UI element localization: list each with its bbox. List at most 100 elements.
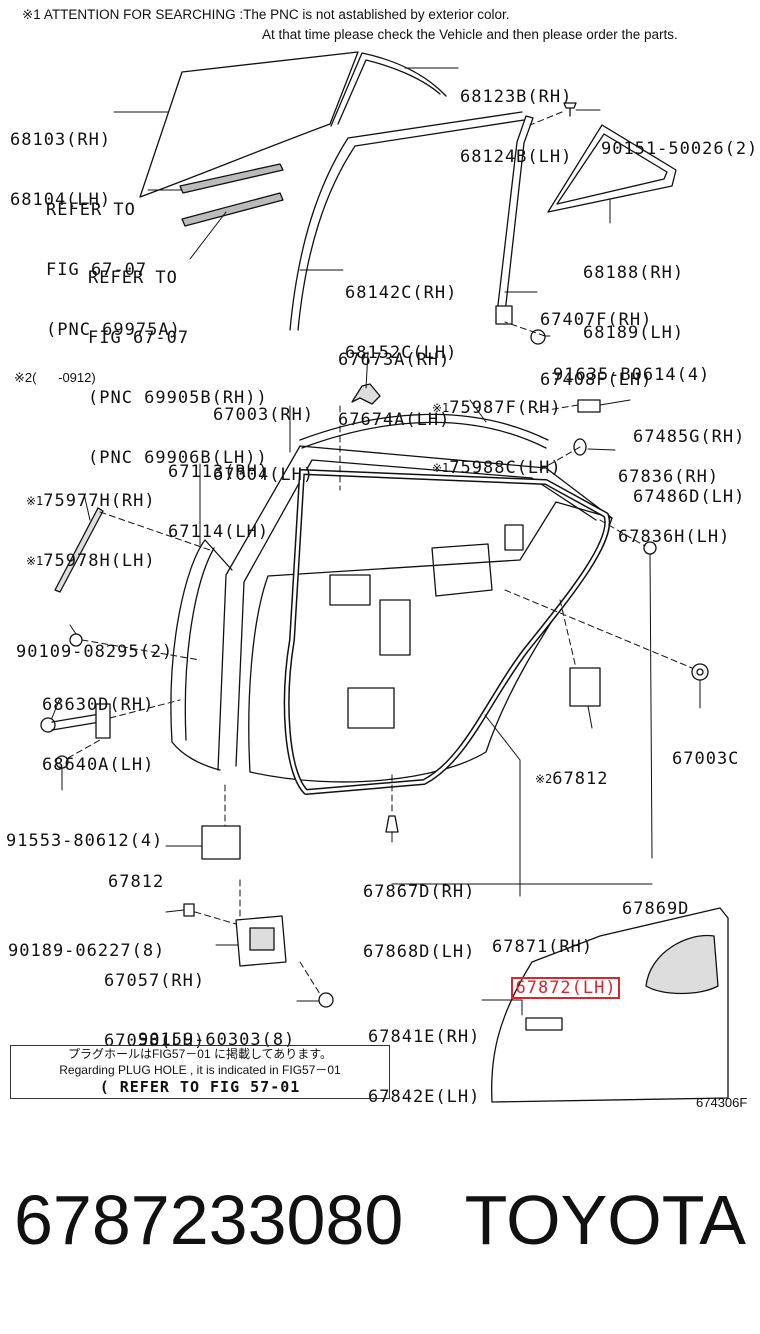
screw-90151-icon	[563, 102, 577, 117]
rear-door-exploded-diagram	[40, 51, 729, 1103]
callout-75987f-lh-line: ※175988C(LH)	[432, 458, 562, 478]
callout-91635-text: 91635-B0614(4)	[553, 365, 711, 385]
drawing-id: 674306F	[696, 1095, 748, 1110]
callout-75987f-rh: 75987F(RH)	[449, 398, 562, 418]
callout-68188: 68188(RH) 68189(LH)	[583, 223, 684, 363]
callout-75977h: ※175977H(RH) ※175978H(LH)	[26, 451, 156, 591]
cushion-67485g-icon	[577, 399, 601, 413]
callout-75987f-rh-line: ※175987F(RH)	[432, 398, 562, 418]
plug-hole-note-japanese: プラグホールはFIG57－01 に掲載してあります。	[67, 1047, 333, 1061]
door-lock-latch	[249, 927, 275, 951]
door-check-pivot	[40, 717, 56, 733]
trim-handle-hole	[525, 1017, 563, 1031]
quarter-window-glass	[547, 124, 677, 213]
callout-67841e: 67841E(RH) 67842E(LH)	[368, 987, 480, 1127]
note-1-mark: ※1	[26, 554, 44, 568]
callout-67003c: 67003C	[672, 709, 739, 789]
access-hole-upper	[329, 574, 371, 606]
trim-armrest-pocket	[645, 934, 719, 995]
note-2-mark: ※2	[535, 772, 553, 786]
plug-hole-note-english: Regarding PLUG HOLE , it is indicated in…	[59, 1063, 341, 1077]
refer-note-69905b: REFER TO FIG 67-07 (PNC 69905B(RH)) (PNC…	[88, 228, 268, 488]
quarter-window-weatherstrip	[556, 133, 668, 205]
refer-note-1-line3: (PNC 69975A)	[46, 320, 181, 340]
plug-hole-note-refer: ( REFER TO FIG 57-01	[99, 1078, 301, 1096]
attention-note-line1: ※1 ATTENTION FOR SEARCHING :The PNC is n…	[22, 7, 510, 22]
note-1-mark: ※1	[26, 494, 44, 508]
door-glass-bracket	[351, 383, 381, 405]
callout-90189-text: 90189-06227(8)	[8, 941, 166, 961]
callout-67057-lh: 67058(LH)	[104, 1031, 206, 1051]
callout-68630d-lh: 68640A(LH)	[42, 755, 155, 775]
callout-68123b-lh: 68124B(LH)	[460, 147, 573, 167]
note-2-range: ※2( -0912)	[14, 370, 96, 385]
callout-67113-lh: 67114(LH)	[168, 522, 270, 542]
callout-67407f-rh: 67407F(RH)	[540, 310, 653, 330]
callout-67841e-lh: 67842E(LH)	[368, 1087, 481, 1107]
silencer-pad-upper	[569, 667, 601, 707]
refer-note-2-line2: FIG 67-07	[88, 328, 190, 348]
door-latch-mount	[504, 524, 524, 551]
callout-67867d: 67867D(RH) 67868D(LH)	[363, 842, 475, 982]
callout-67836-rh: 67836(RH)	[618, 467, 720, 487]
door-check-arm	[51, 713, 101, 731]
rear-door-glass	[139, 51, 359, 198]
division-bar	[495, 115, 534, 323]
outer-belt-moulding	[54, 507, 104, 593]
callout-67812-text: 67812	[108, 872, 165, 892]
callout-67871: 67871(RH) 67872(LH)	[492, 897, 620, 999]
note-1-mark: ※1	[432, 401, 450, 415]
bolt-90159-icon	[318, 992, 334, 1008]
callout-75977h-rh: 75977H(RH)	[43, 491, 156, 511]
glass-run-channel	[289, 111, 525, 331]
callout-67841e-rh: 67841E(RH)	[368, 1027, 481, 1047]
dashed-guide-lines	[67, 111, 693, 995]
callout-68103-rh: 68103(RH)	[10, 130, 112, 150]
callout-67003: 67003(RH) 67004(LH)	[213, 365, 314, 505]
footer-brand: TOYOTA	[464, 1181, 746, 1259]
refer-note-69975a: REFER TO FIG 67-07 (PNC 69975A)	[46, 160, 181, 360]
callout-67673a: 67673A(RH) 67674A(LH)	[338, 310, 450, 450]
callout-67485g-rh: 67485G(RH)	[633, 427, 746, 447]
attention-note-line2: At that time please check the Vehicle an…	[262, 27, 678, 42]
division-bar-bracket	[495, 305, 513, 325]
belt-weatherstrip-outer	[179, 163, 284, 194]
callout-67003-lh: 67004(LH)	[213, 465, 315, 485]
callout-75987f-lh: 75988C(LH)	[449, 458, 562, 478]
callout-90109: 90109-08295(2)	[16, 602, 173, 682]
clip-67003c-center	[696, 668, 704, 676]
callout-68123b: 68123B(RH) 68124B(LH)	[460, 47, 572, 187]
door-weatherstrip-core	[285, 470, 609, 794]
callout-68103-lh: 68104(LH)	[10, 190, 112, 210]
callout-68103: 68103(RH) 68104(LH)	[10, 90, 111, 230]
callout-67003-rh: 67003(RH)	[213, 405, 315, 425]
leader-lines	[51, 67, 701, 1016]
speaker-hole	[431, 543, 493, 597]
callout-68188-lh: 68189(LH)	[583, 323, 685, 343]
bolt-91635-icon	[530, 329, 546, 345]
callout-68142c-rh: 68142C(RH)	[345, 283, 458, 303]
screw-90189-icon	[183, 903, 195, 917]
callout-68123b-rh: 68123B(RH)	[460, 87, 573, 107]
callout-68188-rh: 68188(RH)	[583, 263, 685, 283]
callout-67812: 67812	[108, 832, 164, 912]
door-opening-weatherstrip-upper	[299, 413, 549, 449]
callout-68142c: 68142C(RH) 68152C(LH)	[345, 243, 457, 383]
callout-90189: 90189-06227(8)	[8, 901, 165, 981]
door-outer-panel	[170, 539, 233, 771]
access-hole-middle	[379, 599, 411, 656]
callout-67867d-rh: 67867D(RH)	[363, 882, 476, 902]
callout-91635: 91635-B0614(4)	[553, 325, 710, 405]
callout-68630d-rh: 68630D(RH)	[42, 695, 155, 715]
callout-90109-text: 90109-08295(2)	[16, 642, 174, 662]
refer-note-1-line1: REFER TO	[46, 200, 136, 220]
plug-hole-note-box: プラグホールはFIG57－01 に掲載してあります。 Regarding PLU…	[10, 1045, 390, 1099]
callout-67836: 67836(RH) 67836H(LH)	[618, 427, 730, 567]
refer-note-2-line4: (PNC 69906B(LH))	[88, 448, 268, 468]
door-check-bracket	[95, 703, 111, 739]
callout-75977h-rh-line: ※175977H(RH)	[26, 491, 156, 511]
refer-note-2-line1: REFER TO	[88, 268, 178, 288]
refer-note-2-line3: (PNC 69905B(RH))	[88, 388, 268, 408]
callout-67407f-lh: 67408F(LH)	[540, 370, 653, 390]
callout-67867d-lh: 67868D(LH)	[363, 942, 476, 962]
